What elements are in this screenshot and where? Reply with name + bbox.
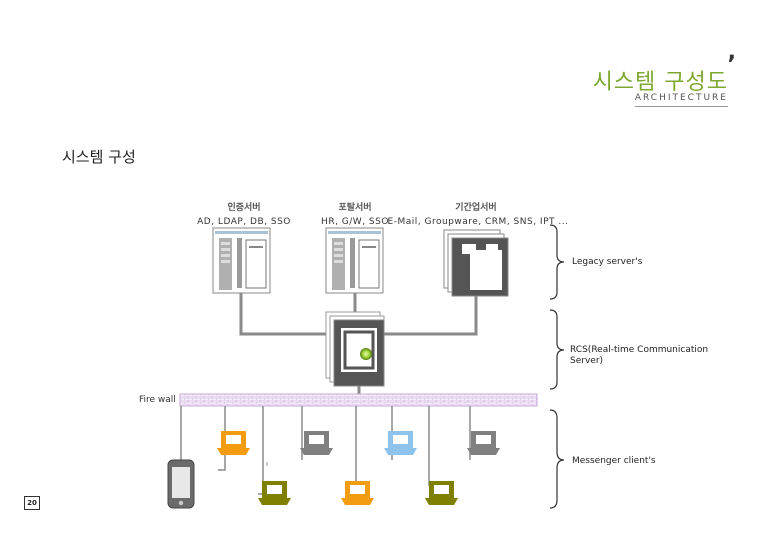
group-braces — [549, 224, 565, 509]
server-legacy-desc: E-Mail, Groupware, CRM, SNS, IPT ... — [387, 217, 569, 227]
header-mark: , — [727, 40, 736, 65]
laptop-olive-2-icon — [425, 481, 458, 505]
section-title: 시스템 구성 — [62, 148, 136, 166]
firewall-icon — [179, 393, 538, 407]
rcs-server-icon — [325, 311, 385, 387]
laptop-gray-2-icon — [467, 431, 500, 455]
laptop-orange-2-icon — [341, 481, 374, 505]
smartphone-icon — [167, 459, 195, 509]
group-rcs-label-line2: Server) — [570, 356, 604, 366]
laptop-gray-1-icon — [300, 431, 333, 455]
server-auth-name: 인증서버 — [227, 203, 261, 213]
small-mark: ı — [266, 460, 268, 468]
page-subtitle: ARCHITECTURE — [634, 93, 728, 103]
legacy-server-link — [383, 293, 478, 336]
auth-server-icon — [212, 227, 271, 294]
portal-server-icon — [325, 227, 384, 294]
auth-server-link — [239, 293, 327, 336]
laptop-blue-1-icon — [384, 431, 417, 455]
laptop-orange-1-icon — [217, 431, 250, 455]
group-legacy-label: Legacy server's — [572, 257, 643, 267]
clients-brace — [549, 409, 565, 509]
rcs-status-light-icon — [360, 348, 372, 360]
header-divider — [635, 106, 728, 107]
legacy-server-icon — [443, 229, 509, 297]
page-title: 시스템 구성도 — [592, 70, 728, 95]
group-clients-label: Messenger client's — [572, 456, 656, 466]
group-rcs-label: RCS(Real-time Communication Server) — [570, 345, 708, 367]
page-number: 20 — [24, 496, 40, 510]
rcs-brace — [549, 309, 565, 390]
laptop-olive-1-icon — [258, 481, 291, 505]
server-auth-desc: AD, LDAP, DB, SSO — [197, 217, 291, 227]
server-portal-name: 포탈서버 — [338, 203, 372, 213]
firewall-label: Fire wall — [139, 395, 176, 405]
server-portal-desc: HR, G/W, SSO — [321, 217, 389, 227]
group-rcs-label-line1: RCS(Real-time Communication — [570, 345, 709, 355]
server-legacy-name: 기간업서버 — [455, 203, 497, 213]
legacy-brace — [549, 224, 565, 300]
